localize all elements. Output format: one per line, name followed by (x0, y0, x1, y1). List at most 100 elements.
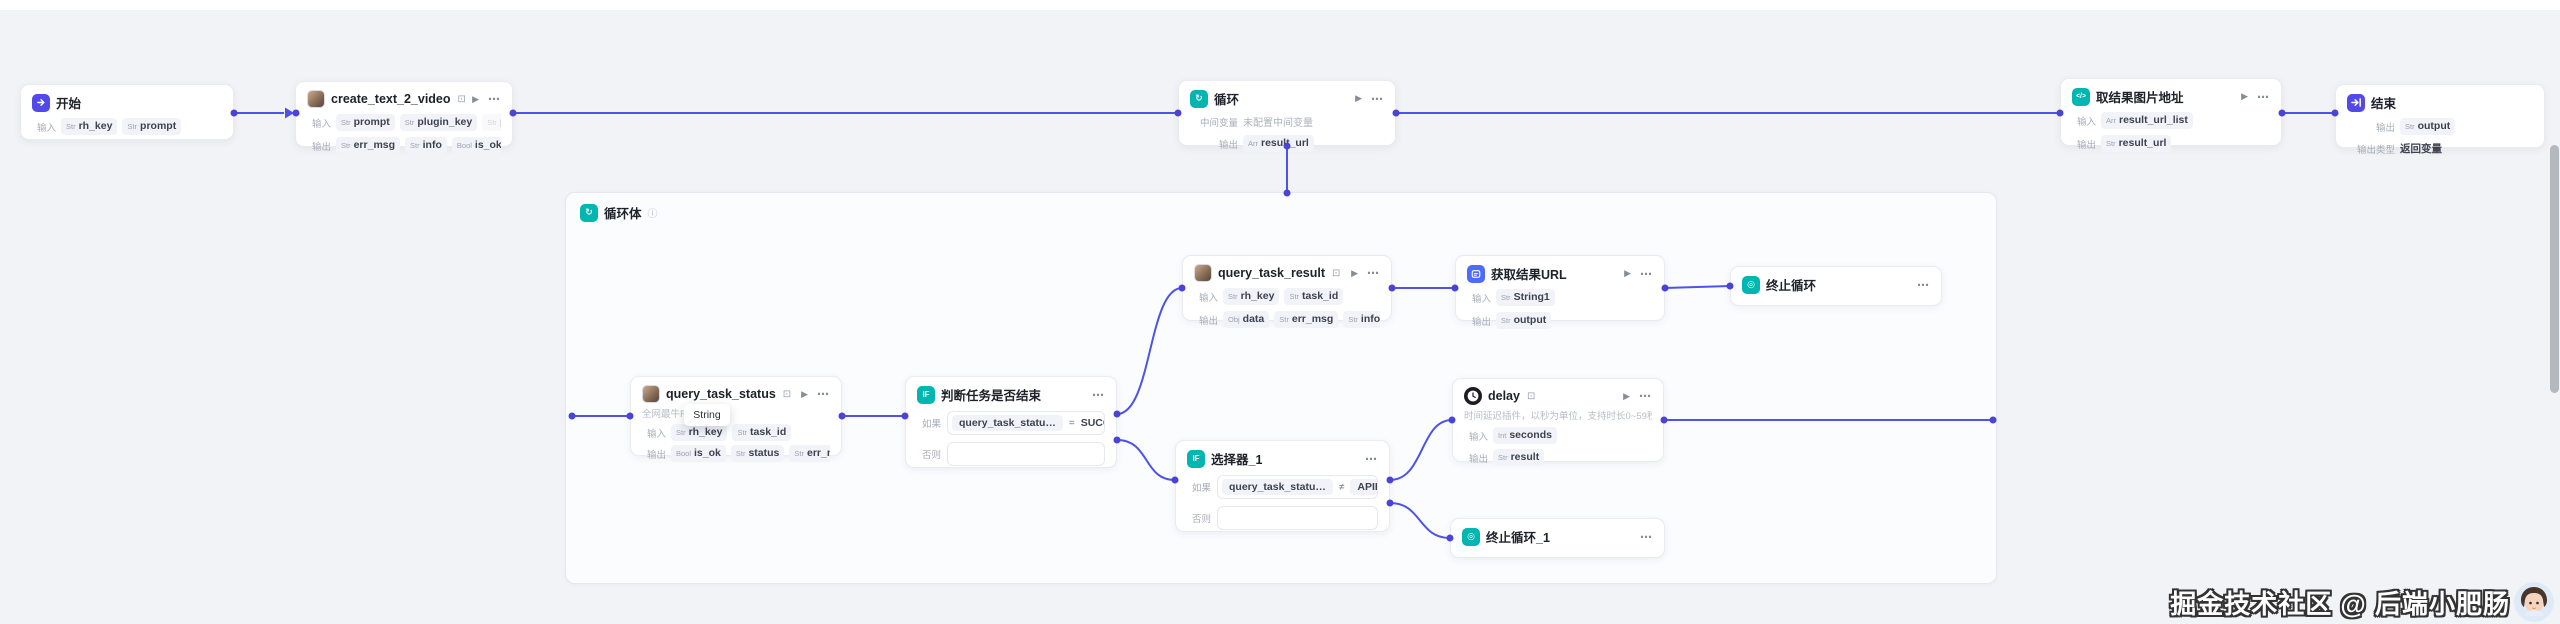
condition-box[interactable]: query_task_statu… = SUCCESS (947, 411, 1105, 435)
run-icon[interactable]: ▶ (1624, 268, 1631, 278)
param-name: status (748, 447, 780, 460)
param-type: Int (1498, 430, 1507, 440)
param-type: Str (1228, 291, 1238, 301)
more-icon[interactable]: ⋯ (1639, 389, 1652, 403)
param-type: Str (487, 117, 497, 127)
input-label: 输入 (311, 118, 331, 130)
vertical-scrollbar[interactable] (2550, 145, 2559, 393)
condition-operator[interactable]: = (1068, 417, 1075, 429)
node-judge-task-end[interactable]: IF 判断任务是否结束 ⋯ 如果 query_task_statu… = SUC… (905, 376, 1117, 468)
run-icon[interactable]: ▶ (472, 93, 479, 104)
param-name: plugin_key (417, 116, 473, 128)
param-name: rh_key (78, 120, 113, 132)
node-delay[interactable]: delay ⊡ ▶⋯ 时间延迟插件，以秒为单位，支持时长0~59秒，主要用于延迟… (1452, 378, 1664, 467)
node-title: query_task_status (666, 387, 776, 401)
condition-box[interactable]: query_task_statu… ≠ APIKEY_TASK_ST… (1217, 475, 1378, 499)
loop-icon: ↻ (580, 203, 598, 222)
run-icon[interactable]: ▶ (801, 388, 808, 399)
node-selector-1[interactable]: IF 选择器_1 ⋯ 如果 query_task_statu… ≠ APIKEY… (1175, 440, 1390, 532)
node-break-loop[interactable]: ◎ 终止循环 ⋯ (1730, 266, 1942, 306)
more-icon[interactable]: ⋯ (817, 387, 830, 401)
input-label: 输入 (1471, 293, 1491, 305)
more-icon[interactable]: ⋯ (1917, 277, 1930, 292)
node-query-task-status[interactable]: query_task_status ⊡ ▶⋯ 全网最牛Running 输入 St… (630, 376, 842, 463)
else-box[interactable] (1217, 506, 1378, 530)
if-label: 如果 (921, 419, 941, 430)
node-title: 判断任务是否结束 (941, 389, 1042, 403)
condition-right[interactable]: APIKEY_TASK_ST… (1350, 479, 1377, 495)
condition-right[interactable]: SUCCESS (1080, 417, 1104, 429)
param-type: Str (735, 449, 746, 458)
param-type: Str (2106, 139, 2116, 148)
more-icon[interactable]: ⋯ (488, 92, 501, 106)
param-name: data (1242, 313, 1265, 326)
node-break-loop-1[interactable]: ◎ 终止循环_1 ⋯ (1450, 518, 1665, 558)
condition-left[interactable]: query_task_statu… (952, 415, 1063, 431)
more-icon[interactable]: ⋯ (2257, 89, 2270, 104)
param-type: Str (2405, 121, 2415, 131)
param-type: Str (1348, 315, 1358, 324)
else-box[interactable] (947, 442, 1105, 466)
more-icon[interactable]: ⋯ (1640, 266, 1653, 281)
param-type: Str (410, 141, 420, 150)
more-icon[interactable]: ⋯ (1365, 451, 1378, 466)
param-type: Str (66, 121, 76, 131)
else-label: 否则 (921, 450, 941, 461)
input-label: 输入 (36, 122, 56, 134)
run-icon[interactable]: ▶ (2241, 91, 2248, 101)
else-label: 否则 (1191, 514, 1211, 525)
more-icon[interactable]: ⋯ (1092, 387, 1105, 402)
condition-operator[interactable]: ≠ (1338, 481, 1345, 493)
watermark-text: 掘金技术社区 @ 后端小肥肠 (2170, 589, 2510, 620)
run-icon[interactable]: ▶ (1623, 390, 1630, 401)
more-icon[interactable]: ⋯ (1371, 91, 1384, 106)
param-name: is_ok (694, 447, 721, 460)
param-pill[interactable]: Strplugin_u… (482, 114, 501, 132)
param-name: err_msg (353, 139, 396, 152)
condition-left[interactable]: query_task_statu… (1222, 479, 1333, 495)
param-name: String1 (1513, 291, 1550, 303)
start-icon (32, 93, 50, 112)
param-name: output (1513, 314, 1547, 327)
info-icon[interactable]: ⓘ (647, 209, 658, 220)
more-icon[interactable]: ⋯ (1367, 266, 1380, 280)
run-icon[interactable]: ▶ (1351, 267, 1358, 278)
plugin-badge-icon: ⊡ (1332, 267, 1341, 279)
if-icon: IF (1187, 449, 1205, 468)
more-icon[interactable]: ⋯ (1640, 529, 1653, 544)
run-icon[interactable]: ▶ (1355, 93, 1362, 103)
